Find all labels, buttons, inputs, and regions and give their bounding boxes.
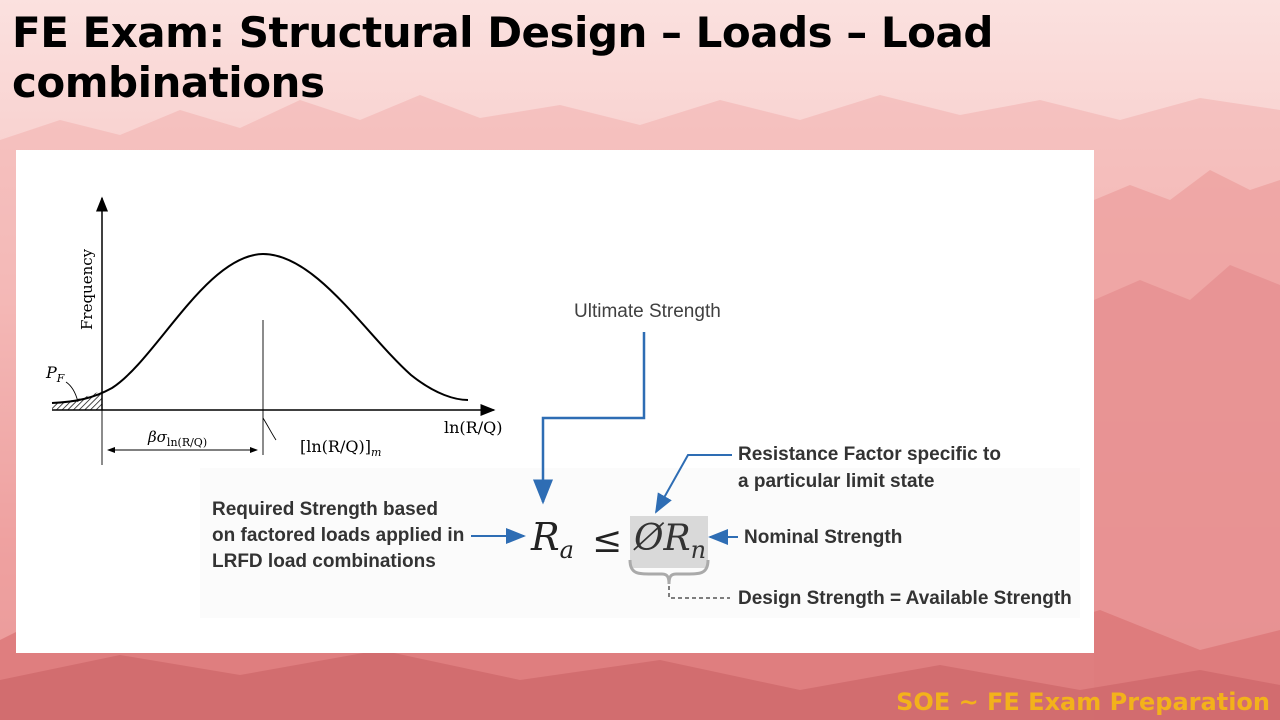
beta-subscript: ln(R/Q) bbox=[167, 436, 207, 449]
nominal-strength-label: Nominal Strength bbox=[744, 527, 902, 548]
x-axis-label: ln(R/Q) bbox=[444, 418, 502, 437]
ra-subscript: a bbox=[560, 536, 574, 564]
svg-text:βσln(R/Q): βσln(R/Q) bbox=[147, 428, 207, 449]
resistance-factor-arrow bbox=[655, 454, 732, 514]
footer-branding: SOE ~ FE Exam Preparation bbox=[896, 688, 1270, 716]
svg-text:Resistance Factor specific to: Resistance Factor specific to a particul… bbox=[738, 444, 1006, 492]
svg-text:[ln(R/Q)]m: [ln(R/Q)]m bbox=[300, 437, 381, 459]
svg-text:ØRn: ØRn bbox=[633, 518, 706, 564]
required-strength-line2: on factored loads applied in bbox=[212, 525, 464, 546]
content-panel: Frequency ln(R/Q) PF βσln(R/Q) [ln(R/Q)]… bbox=[16, 150, 1094, 653]
rn-symbol: R bbox=[663, 518, 691, 559]
svg-text:PF: PF bbox=[45, 363, 65, 385]
design-strength-leader bbox=[668, 586, 730, 599]
resistance-factor-line2: a particular limit state bbox=[738, 471, 934, 492]
figure-canvas: Frequency ln(R/Q) PF βσln(R/Q) [ln(R/Q)]… bbox=[45, 196, 1080, 618]
phi-rn-highlight bbox=[630, 516, 708, 568]
pf-leader bbox=[65, 381, 79, 403]
resistance-factor-line1: Resistance Factor specific to bbox=[738, 444, 1001, 465]
design-strength-label: Design Strength = Available Strength bbox=[738, 588, 1072, 609]
beta-label: βσ bbox=[147, 428, 168, 446]
mean-leader bbox=[262, 417, 277, 441]
ultimate-strength-arrow bbox=[533, 332, 646, 505]
y-axis-label: Frequency bbox=[78, 248, 96, 330]
ultimate-strength-label: Ultimate Strength bbox=[574, 301, 721, 322]
slide-title: FE Exam: Structural Design – Loads – Loa… bbox=[12, 8, 993, 107]
pf-subscript: F bbox=[56, 372, 65, 385]
svg-text:Required Strength based: Required Strength based on factored load… bbox=[212, 499, 470, 572]
design-strength-brace bbox=[628, 559, 710, 585]
mean-subscript: m bbox=[371, 446, 381, 459]
distribution-curve bbox=[51, 252, 469, 404]
lrfd-equation: Ultimate Strength Required Strength base… bbox=[200, 301, 1080, 618]
phi-symbol: Ø bbox=[633, 518, 665, 559]
required-strength-line1: Required Strength based bbox=[212, 499, 438, 520]
reliability-plot: Frequency ln(R/Q) PF βσln(R/Q) [ln(R/Q)]… bbox=[45, 196, 502, 465]
svg-text:Ra: Ra bbox=[530, 515, 574, 564]
mean-label: [ln(R/Q)] bbox=[300, 437, 371, 456]
leq-symbol: ≤ bbox=[592, 520, 622, 561]
required-strength-line3: LRFD load combinations bbox=[212, 551, 436, 572]
rn-subscript: n bbox=[691, 536, 706, 564]
pf-label: P bbox=[45, 363, 57, 382]
ra-symbol: R bbox=[530, 515, 560, 559]
